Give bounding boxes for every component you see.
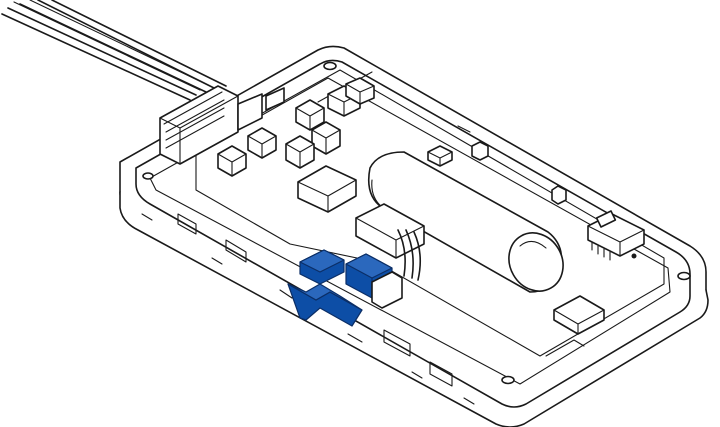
- sim-connector: [587, 210, 645, 261]
- pcb-components: [217, 77, 605, 335]
- insertion-arrow-icon: [287, 283, 363, 327]
- battery-connector-highlight: [299, 249, 403, 309]
- flat-chip: [553, 295, 605, 335]
- battery: [367, 151, 564, 293]
- cable-wires: [1, 0, 227, 101]
- chip: [247, 127, 277, 159]
- chip: [295, 99, 325, 131]
- battery-bracket: [355, 203, 425, 281]
- cable-grommet: [159, 85, 263, 165]
- chip: [311, 121, 341, 155]
- housing-details: [141, 61, 691, 405]
- chip: [217, 145, 247, 177]
- small-chip: [427, 145, 453, 167]
- chip: [345, 77, 375, 105]
- chip: [285, 135, 315, 169]
- large-chip: [297, 165, 357, 213]
